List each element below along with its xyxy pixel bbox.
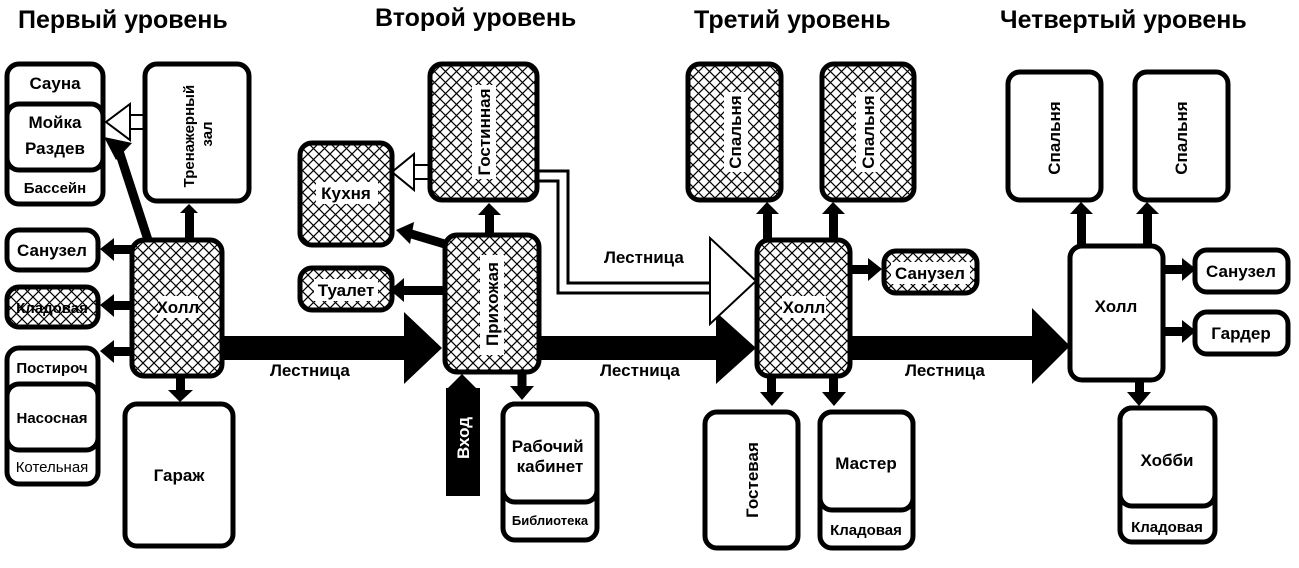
label-hall-4: Холл [1095, 297, 1138, 316]
stair-arrow-1-2 [222, 312, 442, 384]
label-gym-line2: зал [199, 121, 216, 146]
label-kladovaya-4: Кладовая [1131, 519, 1203, 536]
label-hall-3: Холл [783, 298, 826, 317]
label-postiroch: Постироч [16, 360, 87, 377]
group-khobbi [1117, 405, 1218, 545]
label-razdev: Раздев [25, 139, 85, 158]
label-spalnya-4b: Спальня [1172, 101, 1191, 174]
level-title-second: Второй уровень [375, 4, 576, 32]
label-garazh: Гараж [154, 466, 206, 485]
stair-label-4: Лестница [604, 248, 684, 267]
label-spalnya-4a: Спальня [1045, 101, 1064, 174]
label-kabinet-line1: Рабочий [512, 437, 584, 456]
label-basseyn: Бассейн [24, 180, 86, 197]
label-nasosnaya: Насосная [17, 410, 88, 427]
label-moika: Мойка [29, 113, 83, 132]
label-kladovaya-3: Кладовая [830, 522, 902, 539]
label-tualet: Туалет [318, 281, 375, 300]
label-gym-line1: Тренажерный [181, 85, 198, 188]
label-sauna: Сауна [29, 74, 81, 93]
stair-label-2: Лестница [600, 361, 680, 380]
label-biblioteka: Библиотека [512, 513, 589, 528]
arrow-gostinaya-kukhnya [390, 151, 433, 193]
label-gostinaya: Гостинная [475, 88, 494, 175]
group-sauna [4, 61, 106, 207]
stair-arrow-hollow [536, 169, 758, 327]
room-garazh [122, 401, 236, 549]
label-kabinet: Рабочий кабинет [512, 437, 589, 476]
room-sanuzel-4 [1192, 247, 1291, 295]
level-title-third: Третий уровень [694, 6, 891, 34]
label-gostevaya: Гостевая [743, 442, 762, 518]
label-spalnya-3b: Спальня [859, 95, 878, 168]
room-hall-4 [1067, 243, 1166, 383]
room-gym [142, 61, 252, 204]
label-kukhnya: Кухня [321, 184, 371, 203]
arrow-hall-gym [180, 204, 198, 213]
room-master [817, 409, 916, 513]
label-vkhod: Вход [454, 417, 473, 459]
label-gym: Тренажерный зал [181, 81, 216, 188]
group-master [817, 409, 916, 551]
level-title-first: Первый уровень [18, 6, 228, 34]
label-khobbi: Хобби [1141, 451, 1194, 470]
label-prikhozhaya: Прихожая [483, 262, 502, 346]
stair-label-1: Лестница [270, 361, 350, 380]
stair-arrow-3-4 [846, 308, 1070, 384]
room-sanuzel-1 [4, 227, 101, 273]
label-kladovaya-1: Кладовая [16, 300, 88, 317]
level-title-fourth: Четвертый уровень [1000, 6, 1247, 34]
label-spalnya-3a: Спальня [726, 95, 745, 168]
room-spalnya-4a [1005, 69, 1104, 203]
label-sanuzel-3: Санузел [895, 264, 965, 283]
room-spalnya-4b [1132, 69, 1231, 203]
label-kotelnaya: Котельная [16, 459, 89, 476]
entrance-block [446, 374, 480, 496]
label-kabinet-line2: кабинет [517, 457, 584, 476]
label-garder: Гардер [1211, 324, 1270, 343]
room-kladovaya-1 [4, 284, 101, 330]
label-master: Мастер [835, 454, 896, 473]
stair-arrow-2-3 [536, 312, 756, 384]
group-postiroch [4, 345, 101, 487]
label-sanuzel-4: Санузел [1206, 262, 1276, 281]
room-garder [1192, 309, 1291, 357]
stair-label-3: Лестница [905, 361, 985, 380]
group-kabinet [500, 401, 600, 543]
label-hall-1: Холл [157, 298, 200, 317]
label-sanuzel-1: Санузел [17, 241, 87, 260]
room-moika [4, 101, 106, 173]
room-kabinet [500, 401, 600, 505]
room-khobbi [1117, 405, 1218, 509]
room-nasosnaya [4, 381, 101, 453]
room-gostevaya [702, 409, 801, 551]
